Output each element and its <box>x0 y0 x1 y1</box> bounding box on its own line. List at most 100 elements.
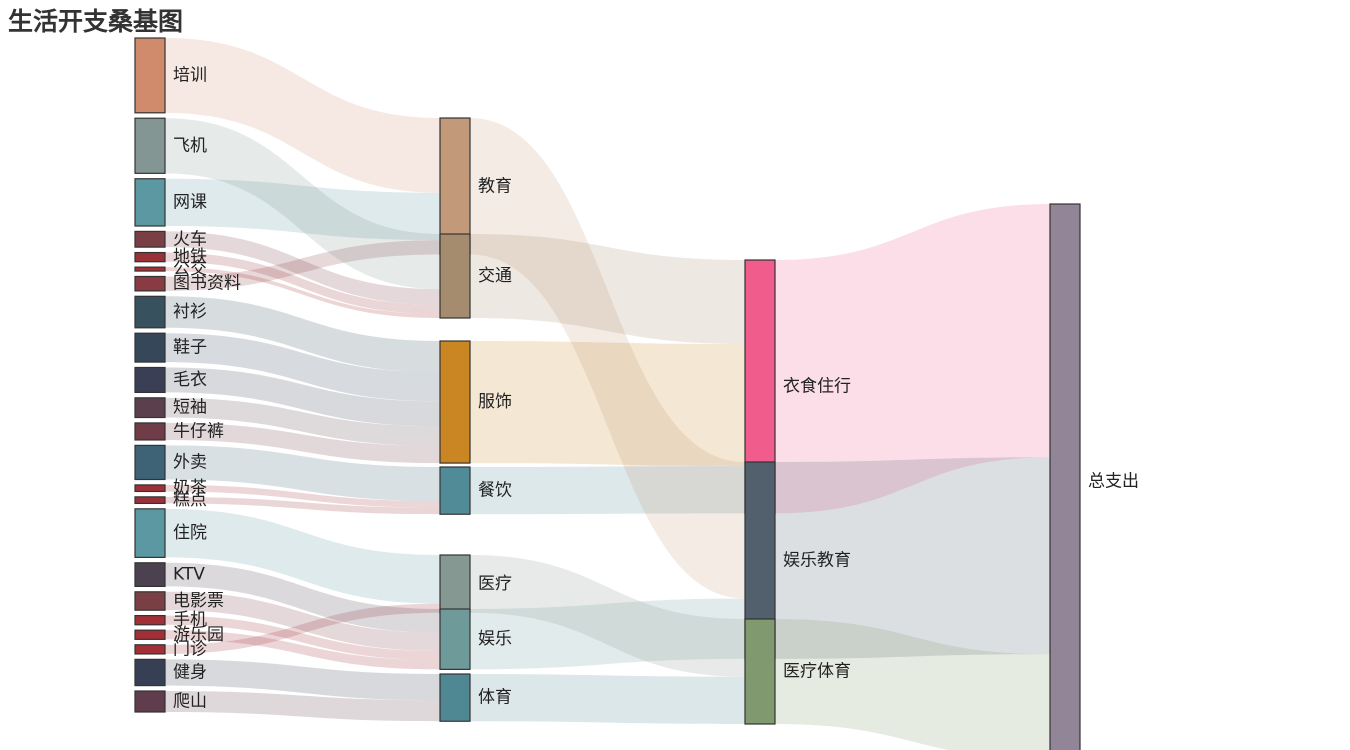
node-label-服饰: 服饰 <box>478 392 512 412</box>
node-label-图书资料: 图书资料 <box>173 274 241 294</box>
link-健身-体育[interactable] <box>165 659 440 701</box>
link-火车-交通[interactable] <box>165 231 440 305</box>
node-label-毛衣: 毛衣 <box>173 370 207 390</box>
node-衬衫[interactable] <box>134 295 166 329</box>
link-餐饮-衣食住行[interactable] <box>470 466 745 515</box>
link-娱乐教育-总支出[interactable] <box>775 457 1050 659</box>
sankey-nodes <box>134 37 1081 750</box>
node-label-电影票: 电影票 <box>173 591 224 611</box>
node-label-游乐园: 游乐园 <box>173 625 224 645</box>
sankey-links <box>165 38 1050 750</box>
node-label-教育: 教育 <box>478 176 512 196</box>
link-门诊-医疗[interactable] <box>165 603 440 654</box>
link-外卖-餐饮[interactable] <box>165 445 440 502</box>
link-游乐园-娱乐[interactable] <box>165 630 440 670</box>
node-label-奶茶: 奶茶 <box>173 478 207 498</box>
node-图书资料[interactable] <box>134 275 166 292</box>
node-门诊[interactable] <box>134 644 166 655</box>
node-爬山[interactable] <box>134 690 166 713</box>
link-KTV-娱乐[interactable] <box>165 562 440 633</box>
link-娱乐-娱乐教育[interactable] <box>470 598 745 670</box>
link-培训-教育[interactable] <box>165 38 440 193</box>
node-游乐园[interactable] <box>134 629 166 640</box>
node-label-飞机: 飞机 <box>173 136 207 156</box>
node-label-KTV: KTV <box>173 565 205 585</box>
link-交通-衣食住行[interactable] <box>470 234 745 345</box>
link-医疗体育-总支出[interactable] <box>775 619 1050 750</box>
node-服饰[interactable] <box>439 340 471 464</box>
node-糕点[interactable] <box>134 496 166 505</box>
node-娱乐[interactable] <box>439 608 471 670</box>
node-网课[interactable] <box>134 178 166 227</box>
link-电影票-娱乐[interactable] <box>165 591 440 652</box>
link-鞋子-服饰[interactable] <box>165 333 440 402</box>
node-电影票[interactable] <box>134 591 166 611</box>
chart-title: 生活开支桑基图 <box>8 7 184 36</box>
link-网课-教育[interactable] <box>165 178 440 241</box>
link-奶茶-餐饮[interactable] <box>165 484 440 508</box>
node-医疗体育[interactable] <box>744 618 776 725</box>
node-label-娱乐教育: 娱乐教育 <box>783 550 851 570</box>
node-地铁[interactable] <box>134 251 166 263</box>
node-公交[interactable] <box>134 266 166 272</box>
link-衣食住行-总支出[interactable] <box>775 204 1050 514</box>
node-体育[interactable] <box>439 673 471 722</box>
link-牛仔裤-服饰[interactable] <box>165 422 440 464</box>
link-短袖-服饰[interactable] <box>165 397 440 447</box>
node-飞机[interactable] <box>134 117 166 174</box>
node-label-外卖: 外卖 <box>173 452 207 472</box>
node-label-鞋子: 鞋子 <box>173 338 207 358</box>
link-手机-娱乐[interactable] <box>165 615 440 661</box>
node-label-交通: 交通 <box>478 266 512 286</box>
node-label-地铁: 地铁 <box>173 247 207 267</box>
node-label-总支出: 总支出 <box>1088 472 1139 492</box>
node-label-餐饮: 餐饮 <box>478 481 512 501</box>
node-培训[interactable] <box>134 37 166 114</box>
node-交通[interactable] <box>439 233 471 319</box>
link-医疗-医疗体育[interactable] <box>470 555 745 677</box>
link-飞机-交通[interactable] <box>165 118 440 290</box>
link-爬山-体育[interactable] <box>165 690 440 722</box>
link-服饰-衣食住行[interactable] <box>470 341 745 467</box>
link-地铁-交通[interactable] <box>165 252 440 315</box>
node-手机[interactable] <box>134 614 166 626</box>
link-住院-医疗[interactable] <box>165 508 440 604</box>
node-label-牛仔裤: 牛仔裤 <box>173 421 224 441</box>
node-鞋子[interactable] <box>134 332 166 363</box>
link-体育-医疗体育[interactable] <box>470 674 745 725</box>
node-毛衣[interactable] <box>134 366 166 394</box>
node-label-娱乐: 娱乐 <box>478 629 512 649</box>
node-label-爬山: 爬山 <box>173 691 207 711</box>
node-label-衬衫: 衬衫 <box>173 302 207 322</box>
node-label-住院: 住院 <box>173 523 207 543</box>
node-label-手机: 手机 <box>173 610 207 630</box>
node-牛仔裤[interactable] <box>134 422 166 441</box>
node-餐饮[interactable] <box>439 466 471 515</box>
link-图书资料-教育[interactable] <box>165 240 440 291</box>
link-衬衫-服饰[interactable] <box>165 296 440 373</box>
node-label-短袖: 短袖 <box>173 398 207 418</box>
node-教育[interactable] <box>439 117 471 256</box>
node-label-健身: 健身 <box>173 662 207 682</box>
node-火车[interactable] <box>134 230 166 248</box>
node-label-网课: 网课 <box>173 192 207 212</box>
node-label-衣食住行: 衣食住行 <box>783 377 851 397</box>
node-奶茶[interactable] <box>134 484 166 493</box>
sankey-labels: 培训飞机网课火车地铁公交图书资料衬衫鞋子毛衣短袖牛仔裤外卖奶茶糕点住院KTV电影… <box>173 65 1139 711</box>
node-label-医疗体育: 医疗体育 <box>783 662 851 682</box>
link-毛衣-服饰[interactable] <box>165 367 440 427</box>
link-教育-娱乐教育[interactable] <box>470 118 745 599</box>
node-住院[interactable] <box>134 508 166 558</box>
node-label-门诊: 门诊 <box>173 639 207 659</box>
link-公交-交通[interactable] <box>165 267 440 319</box>
node-label-体育: 体育 <box>478 688 512 708</box>
link-糕点-餐饮[interactable] <box>165 496 440 515</box>
node-KTV[interactable] <box>134 562 166 588</box>
node-健身[interactable] <box>134 658 166 687</box>
node-label-培训: 培训 <box>173 65 207 85</box>
node-外卖[interactable] <box>134 444 166 481</box>
node-短袖[interactable] <box>134 397 166 419</box>
node-总支出[interactable] <box>1049 203 1081 750</box>
node-医疗[interactable] <box>439 554 471 614</box>
node-label-火车: 火车 <box>173 229 207 249</box>
